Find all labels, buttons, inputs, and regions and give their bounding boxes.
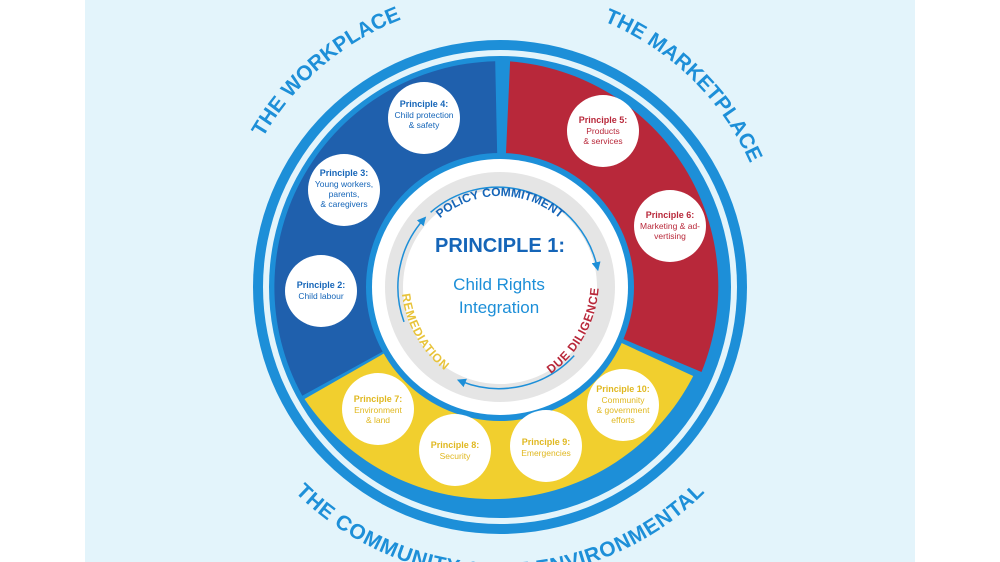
svg-text:Principle 2:: Principle 2: [297,280,346,290]
svg-text:Emergencies: Emergencies [521,448,571,458]
principle-7: Principle 7: Environment & land [342,373,414,445]
arrow-to-due-diligence [430,186,601,272]
principle-5: Principle 5: Products & services [567,95,639,167]
center-heading: PRINCIPLE 1: [435,235,565,257]
principle-9: Principle 9: Emergencies [510,410,582,482]
arrow-to-remediation [456,355,575,390]
svg-text:Community: Community [602,395,646,405]
svg-text:Marketing & ad-: Marketing & ad- [640,221,700,231]
svg-text:Young workers,: Young workers, [315,179,373,189]
diagram-background: THE WORKPLACE THE MARKETPLACE THE COMMUN… [85,0,915,562]
svg-text:vertising: vertising [654,231,686,241]
svg-text:Principle 7:: Principle 7: [354,394,403,404]
principle-2: Principle 2: Child labour [285,255,357,327]
svg-text:& caregivers: & caregivers [320,199,367,209]
principle-8: Principle 8: Security [419,414,491,486]
svg-text:Principle 9:: Principle 9: [522,437,571,447]
svg-text:Principle 10:: Principle 10: [596,384,650,394]
svg-text:parents,: parents, [329,189,360,199]
svg-text:Child labour: Child labour [298,291,344,301]
svg-text:Child protection: Child protection [394,110,453,120]
center-line-1: Child Rights [453,275,545,294]
svg-text:Products: Products [586,126,620,136]
arrow-to-policy [397,216,427,323]
svg-text:& land: & land [366,415,390,425]
principles-wheel: THE WORKPLACE THE MARKETPLACE THE COMMUN… [247,3,766,562]
center-disc [403,190,597,384]
principle-4: Principle 4: Child protection & safety [388,82,460,154]
svg-text:Principle 3:: Principle 3: [320,168,369,178]
svg-text:& government: & government [597,405,651,415]
svg-text:Principle 8:: Principle 8: [431,440,480,450]
svg-text:Principle 5:: Principle 5: [579,115,628,125]
svg-text:Principle 4:: Principle 4: [400,99,449,109]
principle-10: Principle 10: Community & government eff… [587,369,659,441]
svg-text:efforts: efforts [611,415,634,425]
svg-text:Principle 6:: Principle 6: [646,210,695,220]
svg-text:Security: Security [440,451,471,461]
svg-text:& services: & services [583,136,622,146]
center-line-2: Integration [459,298,539,317]
svg-text:Environment: Environment [354,405,402,415]
principle-3: Principle 3: Young workers, parents, & c… [308,154,380,226]
principle-6: Principle 6: Marketing & ad- vertising [634,190,706,262]
svg-text:& safety: & safety [409,120,440,130]
